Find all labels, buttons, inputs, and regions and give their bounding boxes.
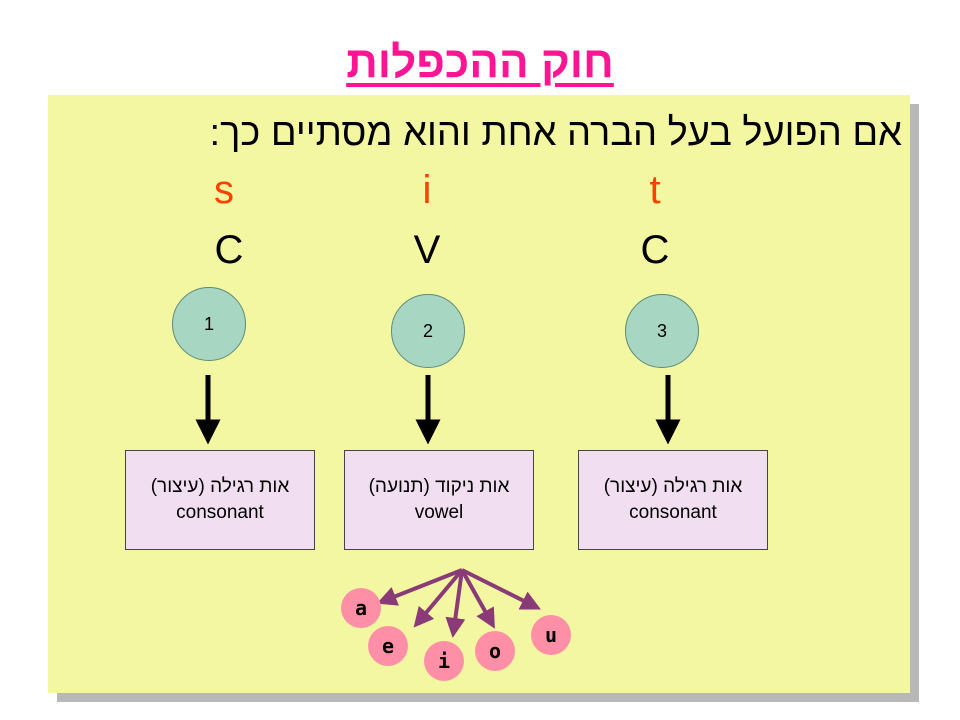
pattern-c-first: C — [214, 228, 244, 272]
vowel-e: e — [368, 626, 408, 666]
position-circle-1: 1 — [172, 287, 246, 361]
page-title: חוק ההכפלות — [346, 38, 614, 87]
position-circle-2: 2 — [391, 294, 465, 368]
vowel-i: i — [424, 641, 464, 681]
pattern-c-last: C — [640, 228, 670, 272]
pattern-v: V — [413, 228, 441, 272]
intro-text: אם הפועל בעל הברה אחת והוא מסתיים כך: — [209, 112, 902, 154]
box-hebrew-label: אות רגילה (עיצור) — [150, 476, 290, 497]
letter-s: s — [214, 168, 234, 212]
box-consonant-first: אות רגילה (עיצור) consonant — [125, 450, 315, 550]
box-english-label: vowel — [414, 502, 464, 523]
letter-i: i — [422, 168, 432, 212]
vowel-arrow-a — [376, 568, 463, 606]
box-english-label: consonant — [176, 502, 264, 523]
vowel-a: a — [341, 588, 381, 628]
vowel-arrow-i — [445, 569, 466, 638]
box-english-label: consonant — [629, 502, 717, 523]
box-consonant-last: אות רגילה (עיצור) consonant — [578, 450, 768, 550]
vowel-arrow-e — [413, 568, 464, 628]
letter-t: t — [649, 168, 661, 212]
vowel-u: u — [531, 615, 571, 655]
vowel-arrow-u — [461, 568, 541, 610]
box-vowel: אות ניקוד (תנועה) vowel — [344, 450, 534, 550]
position-circle-3: 3 — [625, 294, 699, 368]
vowel-arrow-o — [460, 569, 495, 629]
box-hebrew-label: אות ניקוד (תנועה) — [368, 476, 510, 497]
box-hebrew-label: אות רגילה (עיצור) — [603, 476, 743, 497]
content-panel — [48, 95, 910, 693]
vowel-o: o — [475, 631, 515, 671]
